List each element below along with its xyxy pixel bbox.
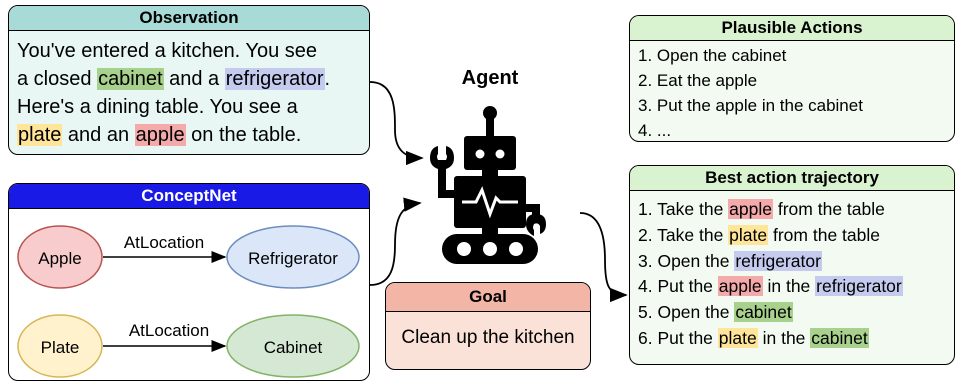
text-span: and an <box>62 124 135 146</box>
list-item: 3. Open the refrigerator <box>638 249 954 275</box>
apple-highlight: apple <box>134 124 186 146</box>
robot-icon <box>430 106 546 264</box>
cabinet-node-label: Cabinet <box>264 338 323 357</box>
text-span: 4. Put the <box>638 276 718 297</box>
conceptnet-box: ConceptNet Apple Refrigerator AtLocation… <box>8 183 370 381</box>
apple-node <box>17 225 103 289</box>
cabinet-node <box>226 314 360 378</box>
text-span: a closed <box>17 68 98 90</box>
list-item: 1. Take the apple from the table <box>638 197 954 223</box>
apple-highlight: apple <box>717 276 763 297</box>
observation-line-4: plate and an apple on the table. <box>17 121 361 149</box>
observation-line-2: a closed cabinet and a refrigerator. <box>17 65 361 93</box>
cabinet-highlight: cabinet <box>810 327 869 348</box>
goal-text: Clean up the kitchen <box>401 327 575 348</box>
plate-highlight: plate <box>728 224 769 245</box>
text-span: on the table. <box>185 124 302 146</box>
text-span: 1. Take the <box>638 199 729 219</box>
text-span: 5. Open the <box>638 302 735 323</box>
observation-line-3: Here's a dining table. You see a <box>17 96 298 118</box>
plausible-actions-box: Plausible Actions 1. Open the cabinet 2.… <box>629 15 955 142</box>
list-item: 3. Put the apple in the cabinet <box>638 96 863 115</box>
refrigerator-highlight: refrigerator <box>815 276 903 297</box>
list-item: 2. Take the plate from the table <box>638 223 954 249</box>
text-span: . <box>324 68 331 90</box>
refrigerator-node <box>226 225 360 289</box>
apple-node-label: Apple <box>38 249 81 268</box>
list-item: 4. Put the apple in the refrigerator <box>638 274 954 300</box>
list-item: 2. Eat the apple <box>638 71 758 90</box>
text-span: 2. Take the <box>638 224 729 245</box>
list-item: 1. Open the cabinet <box>638 46 787 65</box>
observation-box: Observation You've entered a kitchen. Yo… <box>8 5 370 155</box>
observation-line-1: You've entered a kitchen. You see <box>17 40 317 62</box>
plate-highlight: plate <box>717 327 758 348</box>
goal-title: Goal <box>386 283 590 312</box>
edge-label-apple-refrigerator: AtLocation <box>124 233 204 252</box>
arrow-observation-to-agent <box>369 81 424 166</box>
cabinet-highlight: cabinet <box>97 68 164 90</box>
plate-highlight: plate <box>17 124 63 146</box>
text-span: from the table <box>773 199 885 219</box>
observation-title: Observation <box>9 6 369 31</box>
text-span: 3. Open the <box>638 250 735 271</box>
plate-node-label: Plate <box>41 338 80 357</box>
refrigerator-node-label: Refrigerator <box>248 249 338 268</box>
refrigerator-highlight: refrigerator <box>734 250 822 271</box>
observation-text: You've entered a kitchen. You see a clos… <box>9 31 369 149</box>
apple-highlight: apple <box>728 199 773 219</box>
agent-label: Agent <box>461 67 519 89</box>
goal-box: Goal Clean up the kitchen <box>385 282 591 370</box>
text-span: in the <box>757 327 811 348</box>
plausible-actions-title: Plausible Actions <box>630 16 954 41</box>
refrigerator-highlight: refrigerator <box>224 68 325 90</box>
list-item: 4. ... <box>638 121 672 140</box>
plate-node <box>17 314 103 378</box>
list-item: 6. Put the plate in the cabinet <box>638 326 954 352</box>
arrow-agent-to-trajectory <box>579 212 628 303</box>
text-span: 6. Put the <box>638 327 718 348</box>
cabinet-highlight: cabinet <box>734 302 793 323</box>
best-trajectory-box: Best action trajectory 1. Take the apple… <box>629 165 955 365</box>
best-trajectory-list: 1. Take the apple from the table 2. Take… <box>630 191 954 352</box>
text-span: and a <box>163 68 225 90</box>
text-span: from the table <box>768 224 880 245</box>
conceptnet-title: ConceptNet <box>9 184 369 209</box>
best-trajectory-title: Best action trajectory <box>630 166 954 191</box>
plausible-actions-list: 1. Open the cabinet 2. Eat the apple 3. … <box>630 41 954 141</box>
edge-label-plate-cabinet: AtLocation <box>129 321 209 340</box>
conceptnet-graph: Apple Refrigerator AtLocation Plate Cabi… <box>17 225 360 378</box>
list-item: 5. Open the cabinet <box>638 300 954 326</box>
arrow-conceptnet-to-agent <box>369 197 422 286</box>
text-span: in the <box>762 276 816 297</box>
